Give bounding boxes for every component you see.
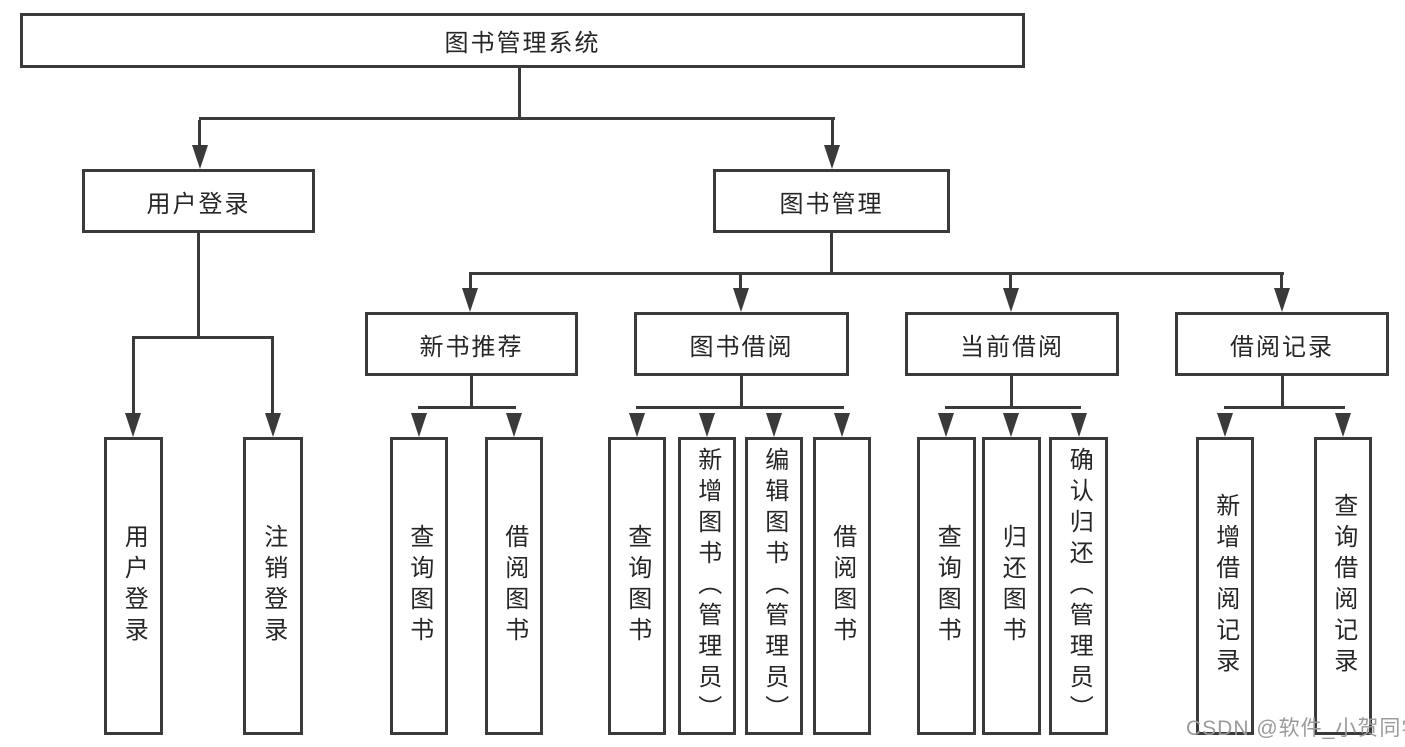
arrow-down-icon [1071, 413, 1087, 437]
node-library-management-system: 图书管理系统 [20, 13, 1025, 68]
connector-line [636, 406, 844, 409]
leaf-query-book-recommend: 查询图书 [390, 437, 448, 735]
arrow-down-icon [1274, 288, 1290, 312]
connector-line [1009, 275, 1012, 292]
arrow-down-icon [265, 413, 281, 437]
arrow-down-icon [938, 413, 954, 437]
connector-line [739, 275, 742, 292]
node-borrowing-records: 借阅记录 [1175, 312, 1389, 376]
connector-line [1224, 406, 1345, 409]
node-user-login: 用户登录 [82, 169, 315, 233]
node-label: 编辑图书（管理员） [760, 446, 788, 726]
node-label: 用户登录 [120, 524, 148, 648]
node-label: 当前借阅 [960, 333, 1064, 361]
leaf-borrow-book-recommend: 借阅图书 [485, 437, 543, 735]
leaf-user-login: 用户登录 [104, 437, 163, 735]
connector-line [518, 65, 521, 117]
node-label: 注销登录 [259, 524, 287, 648]
arrow-down-icon [733, 288, 749, 312]
node-label: 新增借阅记录 [1211, 493, 1239, 679]
csdn-watermark: CSDN @软件_小贺同学 [1186, 717, 1405, 740]
arrow-down-icon [834, 413, 850, 437]
arrow-down-icon [506, 413, 522, 437]
leaf-query-book-current: 查询图书 [917, 437, 976, 735]
node-label: 查询图书 [933, 524, 961, 648]
leaf-confirm-return-admin: 确认归还（管理员） [1049, 437, 1108, 735]
connector-line [1280, 275, 1283, 292]
node-label: 借阅图书 [828, 524, 856, 648]
connector-line [830, 233, 833, 272]
connector-line [132, 339, 135, 413]
node-label: 新增图书（管理员） [693, 446, 721, 726]
node-label: 查询图书 [623, 524, 651, 648]
leaf-edit-book-admin: 编辑图书（管理员） [745, 437, 803, 735]
node-label: 图书借阅 [689, 333, 794, 361]
connector-line [831, 120, 834, 148]
node-label: 图书管理系统 [444, 30, 601, 57]
leaf-query-book-borrowing: 查询图书 [608, 437, 666, 735]
arrow-down-icon [1003, 413, 1019, 437]
connector-line [1010, 376, 1013, 406]
leaf-add-borrow-record: 新增借阅记录 [1196, 437, 1254, 735]
arrow-down-icon [699, 413, 715, 437]
node-label: 用户登录 [146, 190, 251, 218]
node-label: 借阅图书 [500, 524, 528, 648]
arrow-down-icon [766, 413, 782, 437]
connector-line [132, 336, 274, 339]
node-label: 借阅记录 [1230, 333, 1334, 361]
connector-line [740, 376, 743, 406]
arrow-down-icon [192, 145, 208, 169]
arrow-down-icon [125, 413, 141, 437]
arrow-down-icon [462, 288, 478, 312]
leaf-add-book-admin: 新增图书（管理员） [678, 437, 736, 735]
leaf-logout: 注销登录 [243, 437, 303, 735]
connector-line [469, 272, 1284, 275]
connector-line [198, 120, 201, 148]
connector-line [469, 275, 472, 292]
arrow-down-icon [629, 413, 645, 437]
connector-line [470, 376, 473, 406]
leaf-borrow-book: 借阅图书 [813, 437, 871, 735]
node-current-borrowing: 当前借阅 [905, 312, 1119, 376]
arrow-down-icon [411, 413, 427, 437]
node-label: 新书推荐 [419, 333, 524, 361]
node-label: 查询图书 [405, 524, 433, 648]
connector-line [199, 117, 835, 120]
arrow-down-icon [1335, 413, 1351, 437]
leaf-query-borrow-record: 查询借阅记录 [1314, 437, 1372, 735]
node-label: 图书管理 [779, 190, 884, 218]
arrow-down-icon [1217, 413, 1233, 437]
node-label: 归还图书 [998, 524, 1026, 648]
connector-line [197, 233, 200, 336]
node-book-management: 图书管理 [713, 169, 950, 233]
connector-line [271, 339, 274, 413]
connector-line [945, 406, 1081, 409]
leaf-return-book: 归还图书 [982, 437, 1041, 735]
connector-line [418, 406, 516, 409]
node-label: 查询借阅记录 [1329, 493, 1357, 679]
arrow-down-icon [824, 145, 840, 169]
arrow-down-icon [1003, 288, 1019, 312]
node-label: 确认归还（管理员） [1065, 446, 1093, 726]
connector-line [1281, 376, 1284, 406]
node-book-borrowing: 图书借阅 [634, 312, 849, 376]
node-new-book-recommend: 新书推荐 [365, 312, 578, 376]
